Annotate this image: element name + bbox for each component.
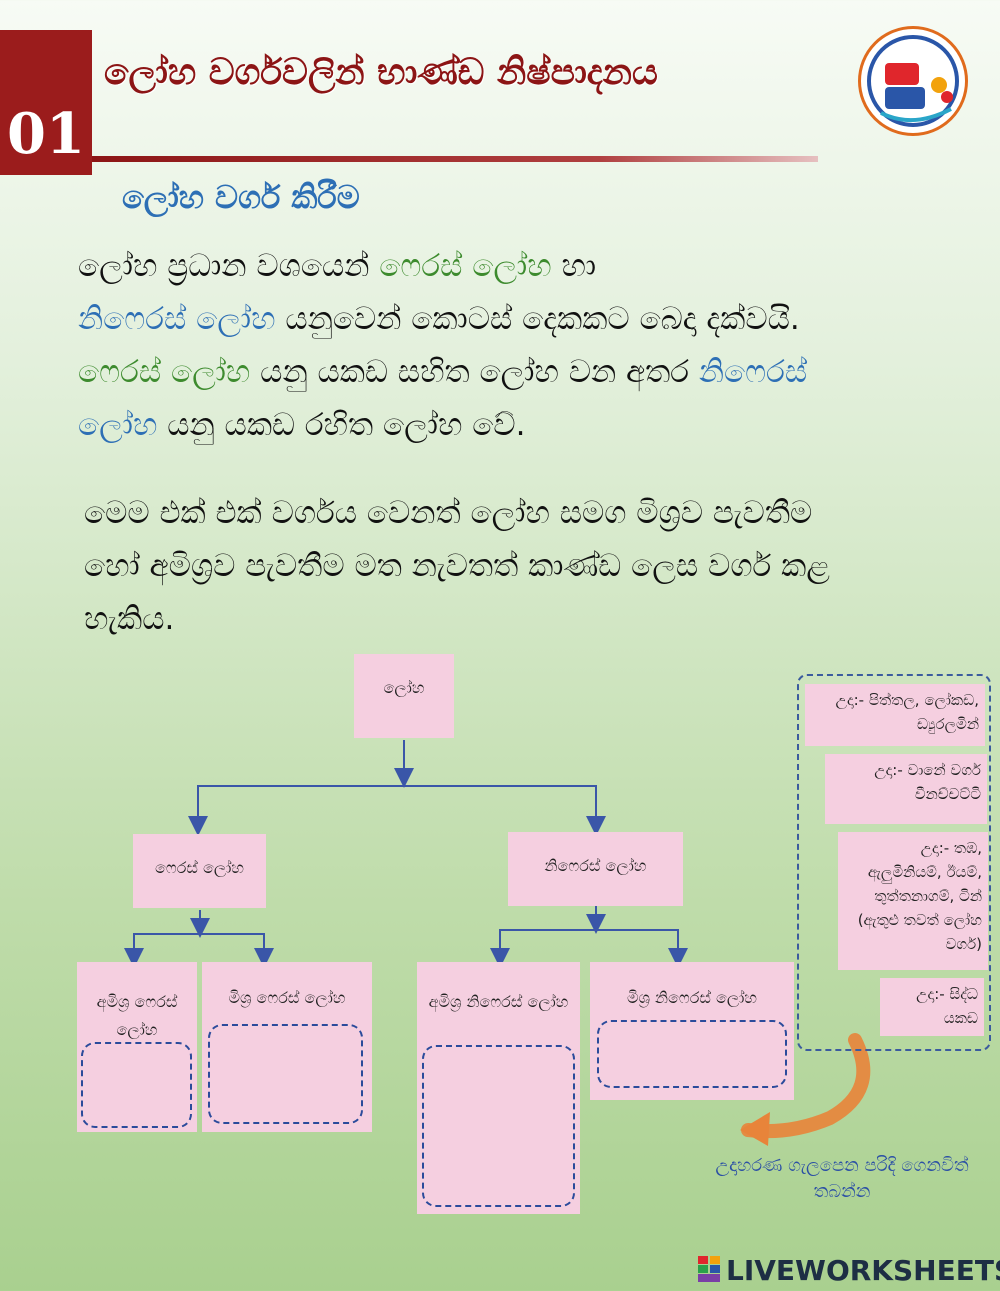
sub-classification-paragraph: මෙම එක් එක් වර්ගය වෙනත් ලෝහ සමග මිශ්‍රව … <box>84 495 830 637</box>
root-branch <box>197 785 597 825</box>
alloy-nonferrous-box: මිශ්‍ර නිෆෙරස් ලෝහ <box>590 962 794 1100</box>
logo-icon <box>867 35 959 127</box>
section-number: 01 <box>7 101 85 167</box>
example-card-3[interactable]: උදා:- තඹ, ඇලුමිනියම්, ඊයම්, තුත්තනාගම්, … <box>838 832 988 970</box>
liveworksheets-icon <box>698 1256 720 1282</box>
page-title: ලෝහ වර්ගවලින් භාණ්ඩ නිෂ්පාදනය <box>104 52 658 93</box>
intro-paragraph: ලෝහ ප්‍රධාන වශයෙන් ෆෙරස් ලෝහ හා නිෆෙරස් ල… <box>78 240 858 452</box>
nonferrous-term: නිෆෙරස් ලෝහ <box>78 301 276 337</box>
ferrous-term: ෆෙරස් ලෝහ <box>379 248 552 284</box>
liveworksheets-watermark: LIVEWORKSHEETS <box>726 1254 1000 1287</box>
curved-arrow <box>741 1033 871 1139</box>
pure-ferrous-box: අමිශ්‍ර ෆෙරස් ලෝහ <box>77 962 197 1132</box>
alloy-nonferrous-label: මිශ්‍ර නිෆෙරස් ලෝහ <box>627 988 757 1007</box>
instruction-note: උදාහරණ ගැලපෙන පරිදි ගෙනවිත් තබන්න <box>715 1155 969 1202</box>
para-text: යනු යකඩ සහිත ලෝහ වන අතර <box>250 354 699 390</box>
metal-root-box: ලෝහ <box>354 654 454 738</box>
para-text: යනු යකඩ රහිත ලෝහ වේ. <box>157 407 526 443</box>
nonferrous-label: නිෆෙරස් ලෝහ <box>544 856 647 875</box>
alloy-ferrous-label: මිශ්‍ර ෆෙරස් ලෝහ <box>228 988 346 1007</box>
ferrous-term: ෆෙරස් ලෝහ <box>78 354 251 390</box>
ferrous-label: ෆෙරස් ලෝහ <box>155 858 244 877</box>
para-text: ලෝහ ප්‍රධාන වශයෙන් <box>78 248 380 284</box>
alloy-ferrous-box: මිශ්‍ර ෆෙරස් ලෝහ <box>202 962 372 1132</box>
pure-nonferrous-drop-zone[interactable] <box>422 1045 575 1207</box>
nonferrous-box: නිෆෙරස් ලෝහ <box>508 832 683 906</box>
example-card-1[interactable]: උදා:- පිත්තල, ලෝකඩ, ඩ්‍යුරලමින් <box>805 684 985 746</box>
example-card-2[interactable]: උදා:- වානේ වර්ග වීනච්චට්ටි <box>825 754 987 824</box>
section-number-box: 01 <box>0 30 92 175</box>
examples-panel <box>797 674 991 1051</box>
para-text: යනුවෙන් කොටස් දෙකකට බෙදා දක්වයි. <box>275 301 800 337</box>
ferrous-box: ෆෙරස් ලෝහ <box>133 834 266 908</box>
pure-ferrous-label: අමිශ්‍ර ෆෙරස් ලෝහ <box>96 992 178 1039</box>
section-subtitle: ලෝහ වර්ග කිරීම <box>122 178 360 216</box>
example-card-4[interactable]: උදා:- සිද්ධ යකඩ <box>880 978 984 1036</box>
pure-ferrous-drop-zone[interactable] <box>81 1042 192 1128</box>
title-underline <box>92 156 818 162</box>
nonferrous-term: නිෆෙරස් ලෝහ <box>78 354 808 443</box>
para-text: හා <box>551 248 597 284</box>
nena-piyasa-logo <box>858 26 968 136</box>
alloy-ferrous-drop-zone[interactable] <box>208 1024 363 1124</box>
pure-nonferrous-label: අමිශ්‍ර නිෆෙරස් ලෝහ <box>428 992 569 1011</box>
pure-nonferrous-box: අමිශ්‍ර නිෆෙරස් ලෝහ <box>417 962 580 1214</box>
root-label: ලෝහ <box>383 678 425 697</box>
alloy-nonferrous-drop-zone[interactable] <box>597 1020 787 1088</box>
